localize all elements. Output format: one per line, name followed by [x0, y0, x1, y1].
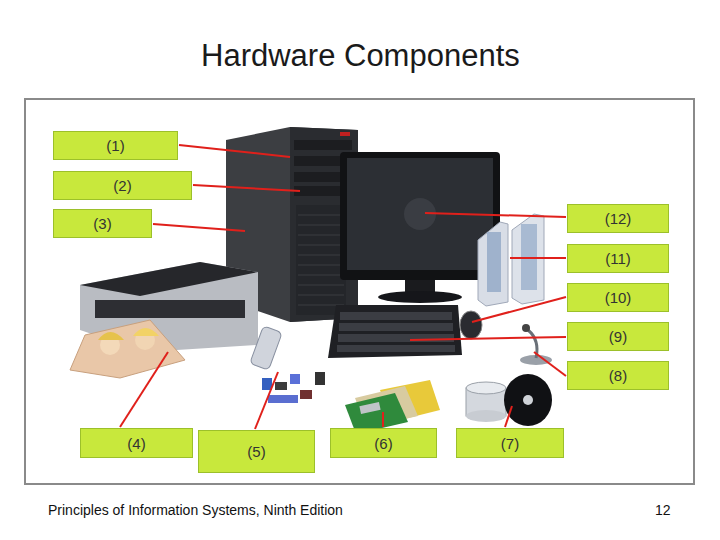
- page-number: 12: [655, 502, 671, 518]
- callout-box: (9): [567, 322, 669, 351]
- callout-number: (12): [605, 210, 632, 227]
- callout-box: (12): [567, 204, 669, 233]
- callout-number: (9): [609, 328, 627, 345]
- speakers: [478, 214, 544, 306]
- callout-box: (6): [330, 428, 437, 458]
- callout-box: (7): [456, 428, 564, 458]
- monitor: [340, 152, 500, 303]
- footer-text: Principles of Information Systems, Ninth…: [48, 502, 343, 518]
- callout-number: (1): [106, 137, 124, 154]
- card-reader: [250, 326, 325, 403]
- callout-box: (1): [53, 131, 178, 160]
- mouse: [460, 311, 482, 339]
- picture-frame: [25, 99, 694, 484]
- microphone: [520, 324, 552, 365]
- callout-box: (4): [80, 428, 193, 458]
- callout-box: (5): [198, 430, 315, 473]
- callout-number: (11): [605, 250, 631, 267]
- callout-number: (2): [113, 177, 131, 194]
- callout-number: (10): [605, 289, 632, 306]
- callout-box: (8): [567, 361, 669, 390]
- callout-number: (4): [127, 435, 145, 452]
- callout-number: (7): [501, 435, 519, 452]
- callout-box: (11): [567, 244, 669, 273]
- callout-box: (10): [567, 283, 669, 312]
- floppy-disks: [345, 380, 440, 434]
- callout-number: (6): [374, 435, 392, 452]
- cd-discs: [466, 374, 552, 426]
- callout-box: (3): [53, 209, 152, 238]
- callout-number: (3): [93, 215, 111, 232]
- printer: [70, 262, 258, 378]
- callout-box: (2): [53, 171, 192, 200]
- callout-number: (5): [247, 443, 265, 460]
- keyboard: [328, 305, 462, 358]
- slide-title: Hardware Components: [201, 38, 520, 74]
- callout-number: (8): [609, 367, 627, 384]
